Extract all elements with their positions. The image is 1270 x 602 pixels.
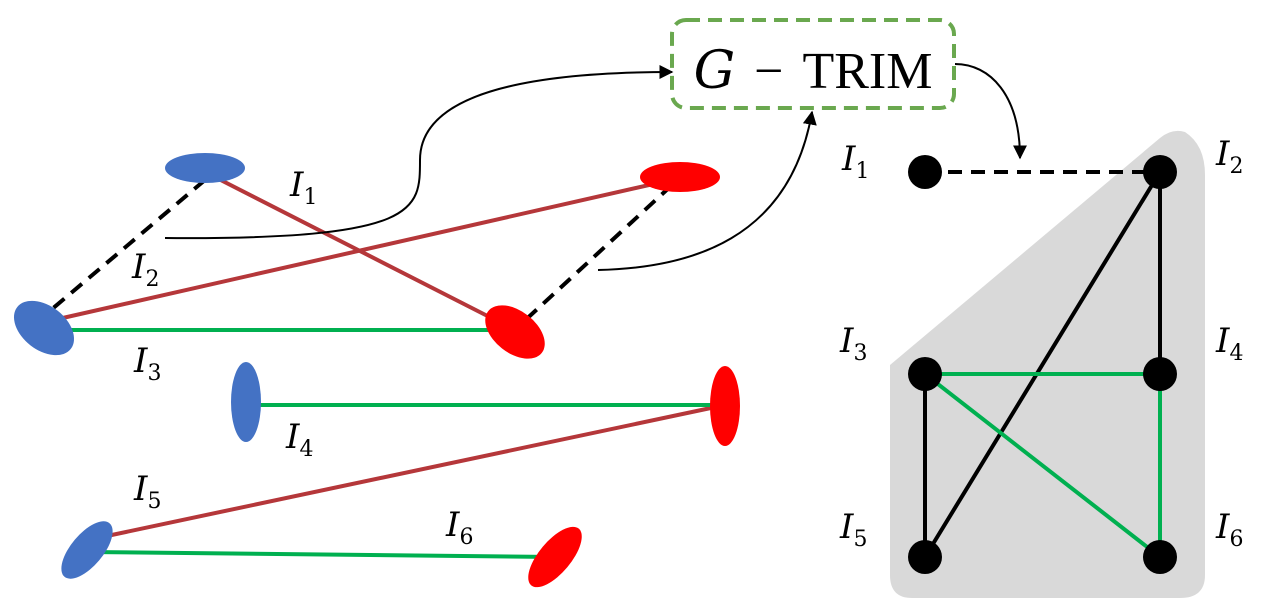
g-trim-g: G [694,41,736,101]
g-trim-trim: TRIM [802,43,932,100]
camera-blue-4 [61,521,113,579]
camera-red-2 [485,305,545,359]
camera-red-1 [640,162,720,192]
node-i1 [908,155,942,189]
hull-region [890,130,1205,598]
node-i2 [1143,155,1177,189]
g-trim-dash: − [754,43,783,100]
camera-blue-2 [13,300,75,356]
edge-dashed-1 [43,178,207,317]
node-i6 [1143,540,1177,574]
camera-red-4 [528,526,582,588]
right-label-6: I6 [1215,507,1243,552]
right-label-1: I1 [841,139,869,184]
left-label-1: I1 [289,165,317,210]
node-i5 [908,540,942,574]
edge-red-2 [44,176,681,324]
right-label-5: I5 [839,507,867,552]
arrow-left-to-trim-top [164,65,674,240]
g-trim-label: G − TRIM [694,41,933,101]
flow-arrows [164,63,1027,271]
edge-red-3 [87,403,726,542]
camera-red-3 [710,366,740,446]
node-i4 [1143,357,1177,391]
left-label-4: I4 [285,417,313,462]
g-trim-border [670,18,956,110]
left-graph: I1 I2 I3 I4 I5 I6 [13,153,740,588]
left-label-6: I6 [445,505,473,550]
edge-i2-i5 [923,170,1162,559]
right-label-4: I4 [1215,321,1243,366]
arrow-left-to-trim-bottom [597,110,817,271]
node-i3 [908,357,942,391]
g-trim-box: G − TRIM [670,18,956,110]
camera-blue-3 [231,362,261,442]
right-label-3: I3 [839,321,867,366]
left-label-3: I3 [133,341,161,386]
edge-green-3 [87,550,556,559]
arrow-trim-to-right [954,63,1027,160]
left-label-2: I2 [131,247,159,292]
camera-blue-1 [165,153,245,183]
left-label-5: I5 [133,469,161,514]
edge-i3-i6 [923,372,1162,559]
right-graph: I1 I2 I3 I4 I5 I6 [839,130,1243,598]
edge-dashed-2 [518,183,674,327]
right-label-2: I2 [1215,134,1243,179]
